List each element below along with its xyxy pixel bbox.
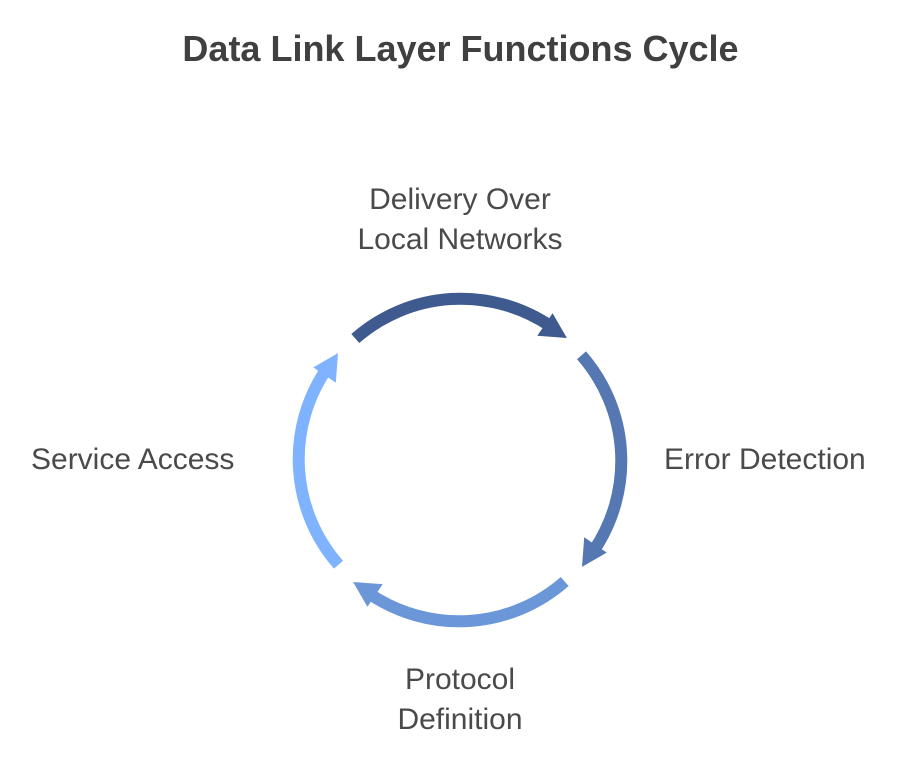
cycle-arrow-protocol: [353, 576, 569, 628]
cycle-arrow-delivery: [351, 292, 567, 344]
diagram-title: Data Link Layer Functions Cycle: [182, 28, 739, 69]
stage-label-error-detection: Error Detection: [664, 443, 866, 476]
cycle-arrow-service: [292, 353, 344, 569]
stage-label-service-access: Service Access: [31, 443, 235, 476]
cycle-arrow-error: [576, 351, 628, 567]
stage-label-delivery: Delivery Over Local Networks: [357, 183, 563, 256]
stage-label-protocol: Protocol Definition: [397, 663, 523, 736]
